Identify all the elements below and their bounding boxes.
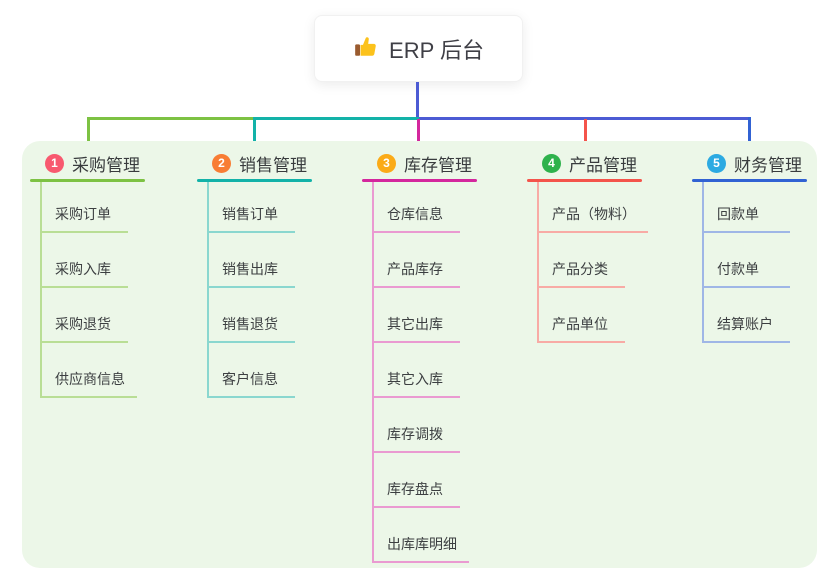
node-other-outbound[interactable]: 其它出库 (374, 288, 460, 343)
branch-inventory-title: 库存管理 (404, 155, 472, 175)
branch-finance-title: 财务管理 (734, 155, 802, 175)
connector-drop-purchase (87, 117, 90, 143)
connector-drop-inventory (417, 119, 420, 147)
branch-purchase-title: 采购管理 (72, 155, 140, 175)
branch-purchase-children: 采购订单 采购入库 采购退货 供应商信息 (40, 182, 137, 398)
branch-sales-header[interactable]: 2 销售管理 (197, 150, 347, 176)
branch-finance-underline (692, 179, 807, 182)
branch-inventory-underline (362, 179, 477, 182)
branches-panel (22, 141, 817, 568)
connector-drop-sales (253, 117, 256, 147)
node-purchase-inbound[interactable]: 采购入库 (42, 233, 128, 288)
node-product-material[interactable]: 产品（物料） (539, 182, 648, 233)
node-outbound-details[interactable]: 出库库明细 (374, 508, 469, 563)
root-node-label: ERP 后台 (389, 37, 484, 63)
connector-bus-green (87, 117, 254, 120)
branch-sales-title: 销售管理 (239, 155, 307, 175)
connector-drop-finance (748, 117, 751, 147)
branch-sales-children: 销售订单 销售出库 销售退货 客户信息 (207, 182, 295, 398)
branch-purchase: 1 采购管理 采购订单 采购入库 采购退货 供应商信息 (30, 150, 180, 398)
branch-finance-header[interactable]: 5 财务管理 (692, 150, 839, 176)
node-purchase-return[interactable]: 采购退货 (42, 288, 128, 343)
node-product-unit[interactable]: 产品单位 (539, 288, 625, 343)
connector-bus-teal (253, 117, 419, 120)
branch-inventory-children: 仓库信息 产品库存 其它出库 其它入库 库存调拨 库存盘点 出库库明细 (372, 182, 469, 563)
node-stock-taking[interactable]: 库存盘点 (374, 453, 460, 508)
node-sales-outbound[interactable]: 销售出库 (209, 233, 295, 288)
branch-finance-children: 回款单 付款单 结算账户 (702, 182, 790, 343)
branch-purchase-header[interactable]: 1 采购管理 (30, 150, 180, 176)
branch-product-underline (527, 179, 642, 182)
connector-bus-blue (419, 117, 751, 120)
thumbs-up-icon (353, 33, 379, 65)
branch-sales: 2 销售管理 销售订单 销售出库 销售退货 客户信息 (197, 150, 347, 398)
branch-product-title: 产品管理 (569, 155, 637, 175)
node-product-category[interactable]: 产品分类 (539, 233, 625, 288)
branch-inventory-header[interactable]: 3 库存管理 (362, 150, 512, 176)
branch-product: 4 产品管理 产品（物料） 产品分类 产品单位 (527, 150, 677, 343)
branch-sales-underline (197, 179, 312, 182)
node-warehouse-info[interactable]: 仓库信息 (374, 182, 460, 233)
branch-finance: 5 财务管理 回款单 付款单 结算账户 (692, 150, 839, 343)
connector-root-vertical (416, 82, 419, 118)
node-customer-info[interactable]: 客户信息 (209, 343, 295, 398)
node-collection-receipt[interactable]: 回款单 (704, 182, 790, 233)
node-product-stock[interactable]: 产品库存 (374, 233, 460, 288)
root-node-erp[interactable]: ERP 后台 (314, 15, 523, 82)
badge-3: 3 (377, 153, 396, 173)
badge-2: 2 (212, 153, 231, 173)
branch-product-header[interactable]: 4 产品管理 (527, 150, 677, 176)
connector-drop-product (584, 119, 587, 143)
node-sales-return[interactable]: 销售退货 (209, 288, 295, 343)
branch-product-children: 产品（物料） 产品分类 产品单位 (537, 182, 648, 343)
branch-inventory: 3 库存管理 仓库信息 产品库存 其它出库 其它入库 库存调拨 库存盘点 出库库… (362, 150, 512, 563)
badge-5: 5 (707, 153, 726, 173)
badge-1: 1 (45, 153, 64, 173)
branch-purchase-underline (30, 179, 145, 182)
node-stock-transfer[interactable]: 库存调拨 (374, 398, 460, 453)
node-other-inbound[interactable]: 其它入库 (374, 343, 460, 398)
node-payment-receipt[interactable]: 付款单 (704, 233, 790, 288)
badge-4: 4 (542, 153, 561, 173)
node-settlement-account[interactable]: 结算账户 (704, 288, 790, 343)
node-supplier-info[interactable]: 供应商信息 (42, 343, 137, 398)
node-purchase-order[interactable]: 采购订单 (42, 182, 128, 233)
node-sales-order[interactable]: 销售订单 (209, 182, 295, 233)
